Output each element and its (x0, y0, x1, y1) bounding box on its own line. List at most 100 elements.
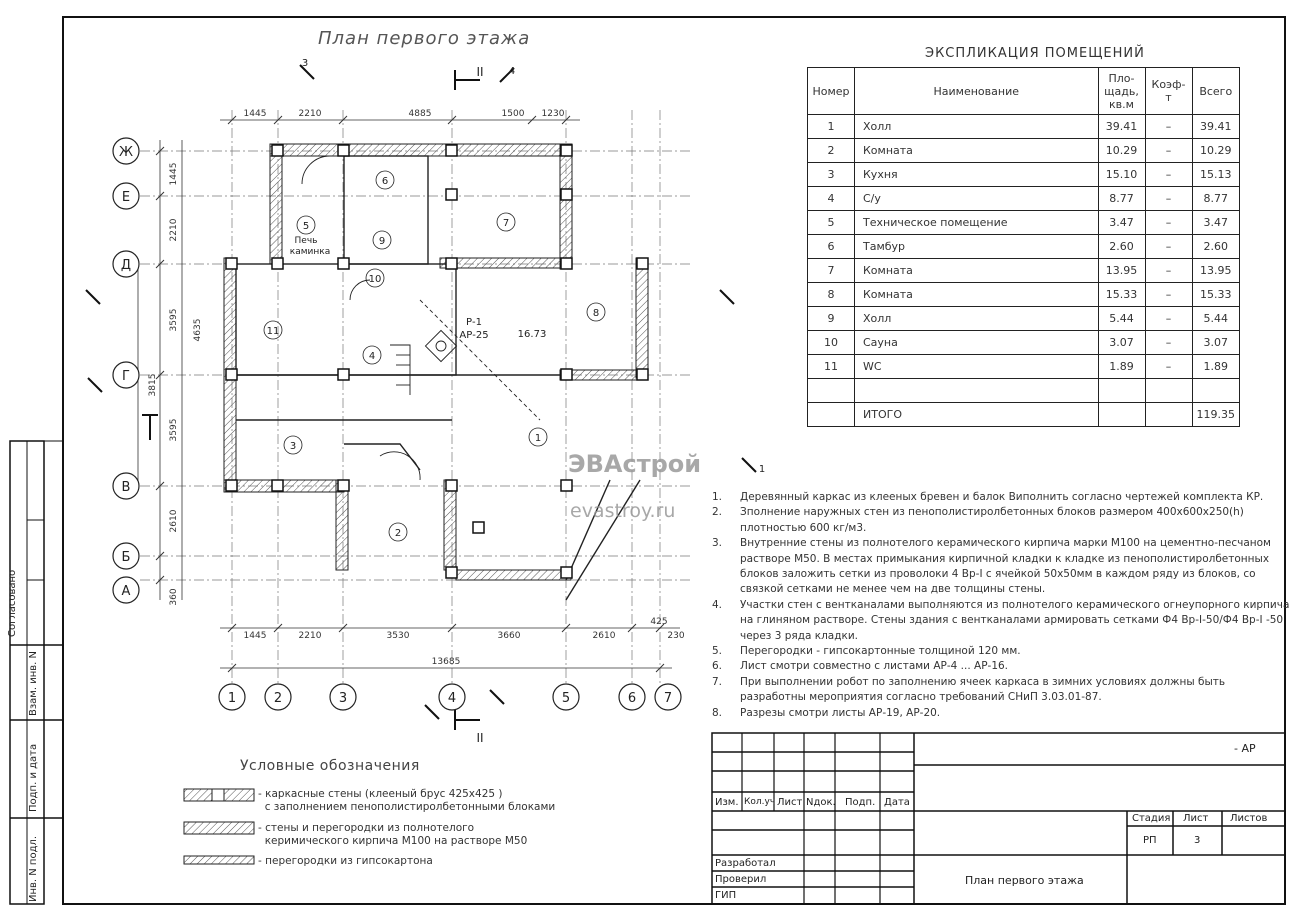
note-number: 7. (712, 675, 723, 688)
cell-name: Комната (854, 258, 1099, 283)
cell-area: 1.89 (1097, 354, 1146, 379)
cell-name: С/у (854, 186, 1099, 211)
cell-name: Кухня (854, 162, 1099, 187)
room-number: 9 (379, 236, 385, 247)
dim-text: 4885 (409, 109, 432, 119)
cell-coef: – (1144, 162, 1193, 187)
cell-area: 2.60 (1097, 234, 1146, 259)
col-num: Номер (807, 67, 855, 115)
stamp-list-header: Лист (1183, 813, 1209, 824)
dim-text: 360 (169, 588, 179, 605)
cell-name: Комната (854, 138, 1099, 163)
axis-col-label: 4 (448, 691, 456, 706)
room-number: 1 (535, 433, 541, 444)
cell-total: 15.13 (1191, 162, 1240, 187)
col-area: Пло-щадь,кв.м (1097, 67, 1146, 115)
stove-label: каминка (290, 247, 330, 257)
note-item: 4.Участки стен с вентканалами выполняютс… (712, 598, 1292, 644)
col-name: Наименование (854, 67, 1099, 115)
dim-text: 2210 (299, 631, 322, 641)
cell-coef: – (1144, 282, 1193, 307)
section-label: 4 (509, 66, 515, 77)
cell-area: 13.95 (1097, 258, 1146, 283)
dim-text: 1445 (169, 163, 179, 186)
cell-total: 5.44 (1191, 306, 1240, 331)
cell-area: 8.77 (1097, 186, 1146, 211)
note-item: 1.Деревянный каркас из клееных бревен и … (712, 490, 1292, 505)
stamp-razrab: Разработал (715, 858, 776, 869)
note-number: 4. (712, 598, 723, 611)
side-podp-data: Подп. и дата (28, 743, 39, 812)
dim-text: 2210 (169, 218, 179, 241)
explication-table: Номер Наименование Пло-щадь,кв.м Коэф-т … (807, 67, 1240, 427)
cell-total: 13.95 (1191, 258, 1240, 283)
dim-text: 3660 (498, 631, 521, 641)
table-row-total: ИТОГО 119.35 (807, 402, 1240, 427)
note-number: 1. (712, 491, 723, 503)
section-label: 3 (302, 58, 308, 69)
section-label: II (476, 65, 483, 79)
stamp-stadiya-value: РП (1143, 835, 1157, 846)
col-total: Всего (1191, 67, 1240, 115)
note-number: 5. (712, 645, 723, 658)
stamp-stadiya: Стадия (1132, 813, 1171, 824)
dim-text: 2610 (169, 509, 179, 532)
cell-coef: – (1144, 258, 1193, 283)
axis-row-label: Е (122, 190, 130, 205)
sheet-frame (62, 16, 1286, 905)
cell-total: 3.47 (1191, 210, 1240, 235)
cell-area: 10.29 (1097, 138, 1146, 163)
room-number: 5 (303, 221, 309, 232)
axis-col-label: 1 (228, 691, 236, 706)
note-text: Перегородки - гипсокартонные толщиной 12… (740, 645, 1021, 658)
room-number: 2 (395, 528, 401, 539)
cell-coef: – (1144, 114, 1193, 139)
cell-total: 8.77 (1191, 186, 1240, 211)
note-text: Внутренние стены из полнотелого керамиче… (740, 537, 1271, 596)
side-vzam-inv: Взам. инв. N (28, 651, 39, 716)
dim-text: 1230 (542, 109, 565, 119)
note-item: 5. Перегородки - гипсокартонные толщиной … (712, 644, 1292, 659)
hall-area: 16.73 (518, 329, 547, 340)
cell-total: 10.29 (1191, 138, 1240, 163)
cell-num: 6 (807, 234, 855, 259)
cell-name: Тамбур (854, 234, 1099, 259)
total-label: ИТОГО (854, 402, 1099, 427)
plan-title: План первого этажа (318, 28, 531, 49)
legend-item-brick-walls: - стены и перегородки из полнотелого кер… (258, 822, 528, 847)
stamp-gip: ГИП (715, 890, 737, 901)
note-text: Зполнение наружных стен из пенополистиро… (740, 506, 1244, 534)
cell-area: 15.33 (1097, 282, 1146, 307)
room-number: 3 (290, 441, 296, 452)
dim-text: 425 (650, 617, 667, 627)
cell-total: 39.41 (1191, 114, 1240, 139)
section-label: 1 (759, 464, 765, 475)
note-item: 3.Внутренние стены из полнотелого керами… (712, 536, 1292, 598)
axis-row-label: Г (122, 369, 130, 384)
room-number: 8 (593, 308, 599, 319)
cell-num: 7 (807, 258, 855, 283)
axis-col-label: 3 (339, 691, 347, 706)
cell-name: Холл (854, 306, 1099, 331)
dim-overall: 13685 (432, 657, 461, 667)
cell-num: 2 (807, 138, 855, 163)
note-text: При выполнении робот по заполнению ячеек… (740, 675, 1226, 704)
col-coef: Коэф-т (1144, 67, 1193, 115)
room-number: 10 (369, 274, 382, 285)
note-item: 2.Зполнение наружных стен из пенополисти… (712, 505, 1292, 536)
cell-coef: – (1144, 210, 1193, 235)
dim-text: 1445 (244, 109, 267, 119)
dim-text: 1445 (244, 631, 267, 641)
cell-num: 4 (807, 186, 855, 211)
cell-num: 10 (807, 330, 855, 355)
stove-label: Печь (295, 236, 318, 246)
stair-label: Р-1 (466, 317, 482, 328)
cell-total: 15.33 (1191, 282, 1240, 307)
axis-row-label: В (122, 480, 131, 495)
